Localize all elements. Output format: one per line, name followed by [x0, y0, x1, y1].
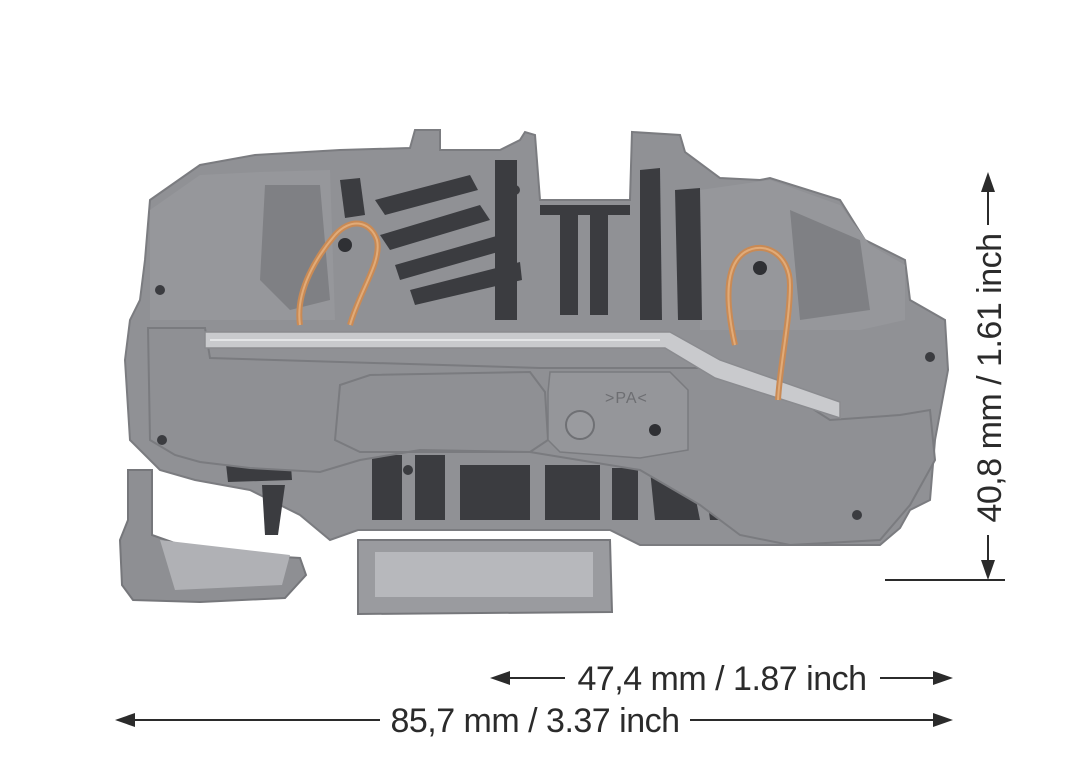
left-clamp-cavity — [260, 185, 330, 310]
dimension-overall-length: 85,7 mm / 3.37 inch — [115, 702, 953, 740]
test-port-hole — [565, 410, 595, 440]
foot-inner-cutout — [160, 540, 290, 590]
material-marking: >PA< — [605, 390, 648, 407]
length-label: 85,7 mm / 3.37 inch — [390, 702, 679, 740]
busbar — [204, 331, 841, 420]
hole-left-middle — [157, 435, 167, 445]
length-arrow-left — [115, 713, 135, 727]
hole-right-upper — [925, 352, 935, 362]
height-arrow-bottom — [981, 560, 995, 580]
right-clamp-spring — [725, 244, 794, 401]
height-arrow-top — [981, 172, 995, 192]
pitch-arrow-left — [490, 671, 510, 685]
left-spring-pivot — [338, 238, 352, 252]
foot-center-window — [375, 552, 593, 597]
hole-top-left — [155, 285, 165, 295]
length-arrow-right — [933, 713, 953, 727]
terminal-block: >PA< — [118, 129, 950, 616]
hole-lower-middle — [403, 465, 413, 475]
right-spring-pivot — [753, 261, 767, 275]
dimension-terminal-pitch: 47,4 mm / 1.87 inch — [490, 660, 953, 698]
left-clamp-spring — [296, 220, 381, 326]
pitch-label: 47,4 mm / 1.87 inch — [577, 660, 866, 698]
right-clamp-cavity — [790, 210, 870, 320]
upper-ribs — [340, 160, 702, 320]
pitch-arrow-right — [933, 671, 953, 685]
hole-top-center — [510, 185, 520, 195]
screw-hole-center — [649, 424, 661, 436]
dimension-height: 40,8 mm / 1.61 inch — [885, 172, 1009, 581]
height-label: 40,8 mm / 1.61 inch — [971, 233, 1009, 522]
hole-right-lower — [852, 510, 862, 520]
